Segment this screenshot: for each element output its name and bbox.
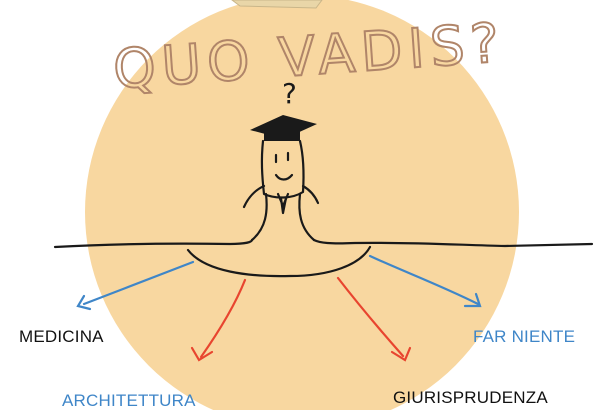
option-medicina: MEDICINA xyxy=(19,327,104,346)
paper-corner xyxy=(231,0,323,9)
arrow-giurisprudenza xyxy=(336,276,412,362)
option-architettura: ARCHITETTURA xyxy=(62,391,196,410)
student-figure-icon xyxy=(242,139,320,242)
crossroads-icon xyxy=(53,238,594,278)
graduation-cap-icon xyxy=(250,115,317,141)
arrow-far-niente xyxy=(368,254,482,308)
question-mark: ? xyxy=(282,77,297,110)
option-far-niente: FAR NIENTE xyxy=(473,327,576,346)
option-giurisprudenza: GIURISPRUDENZA xyxy=(393,388,548,407)
background-circle xyxy=(85,0,519,410)
arrow-architettura xyxy=(190,278,247,362)
arrow-medicina xyxy=(76,260,195,311)
